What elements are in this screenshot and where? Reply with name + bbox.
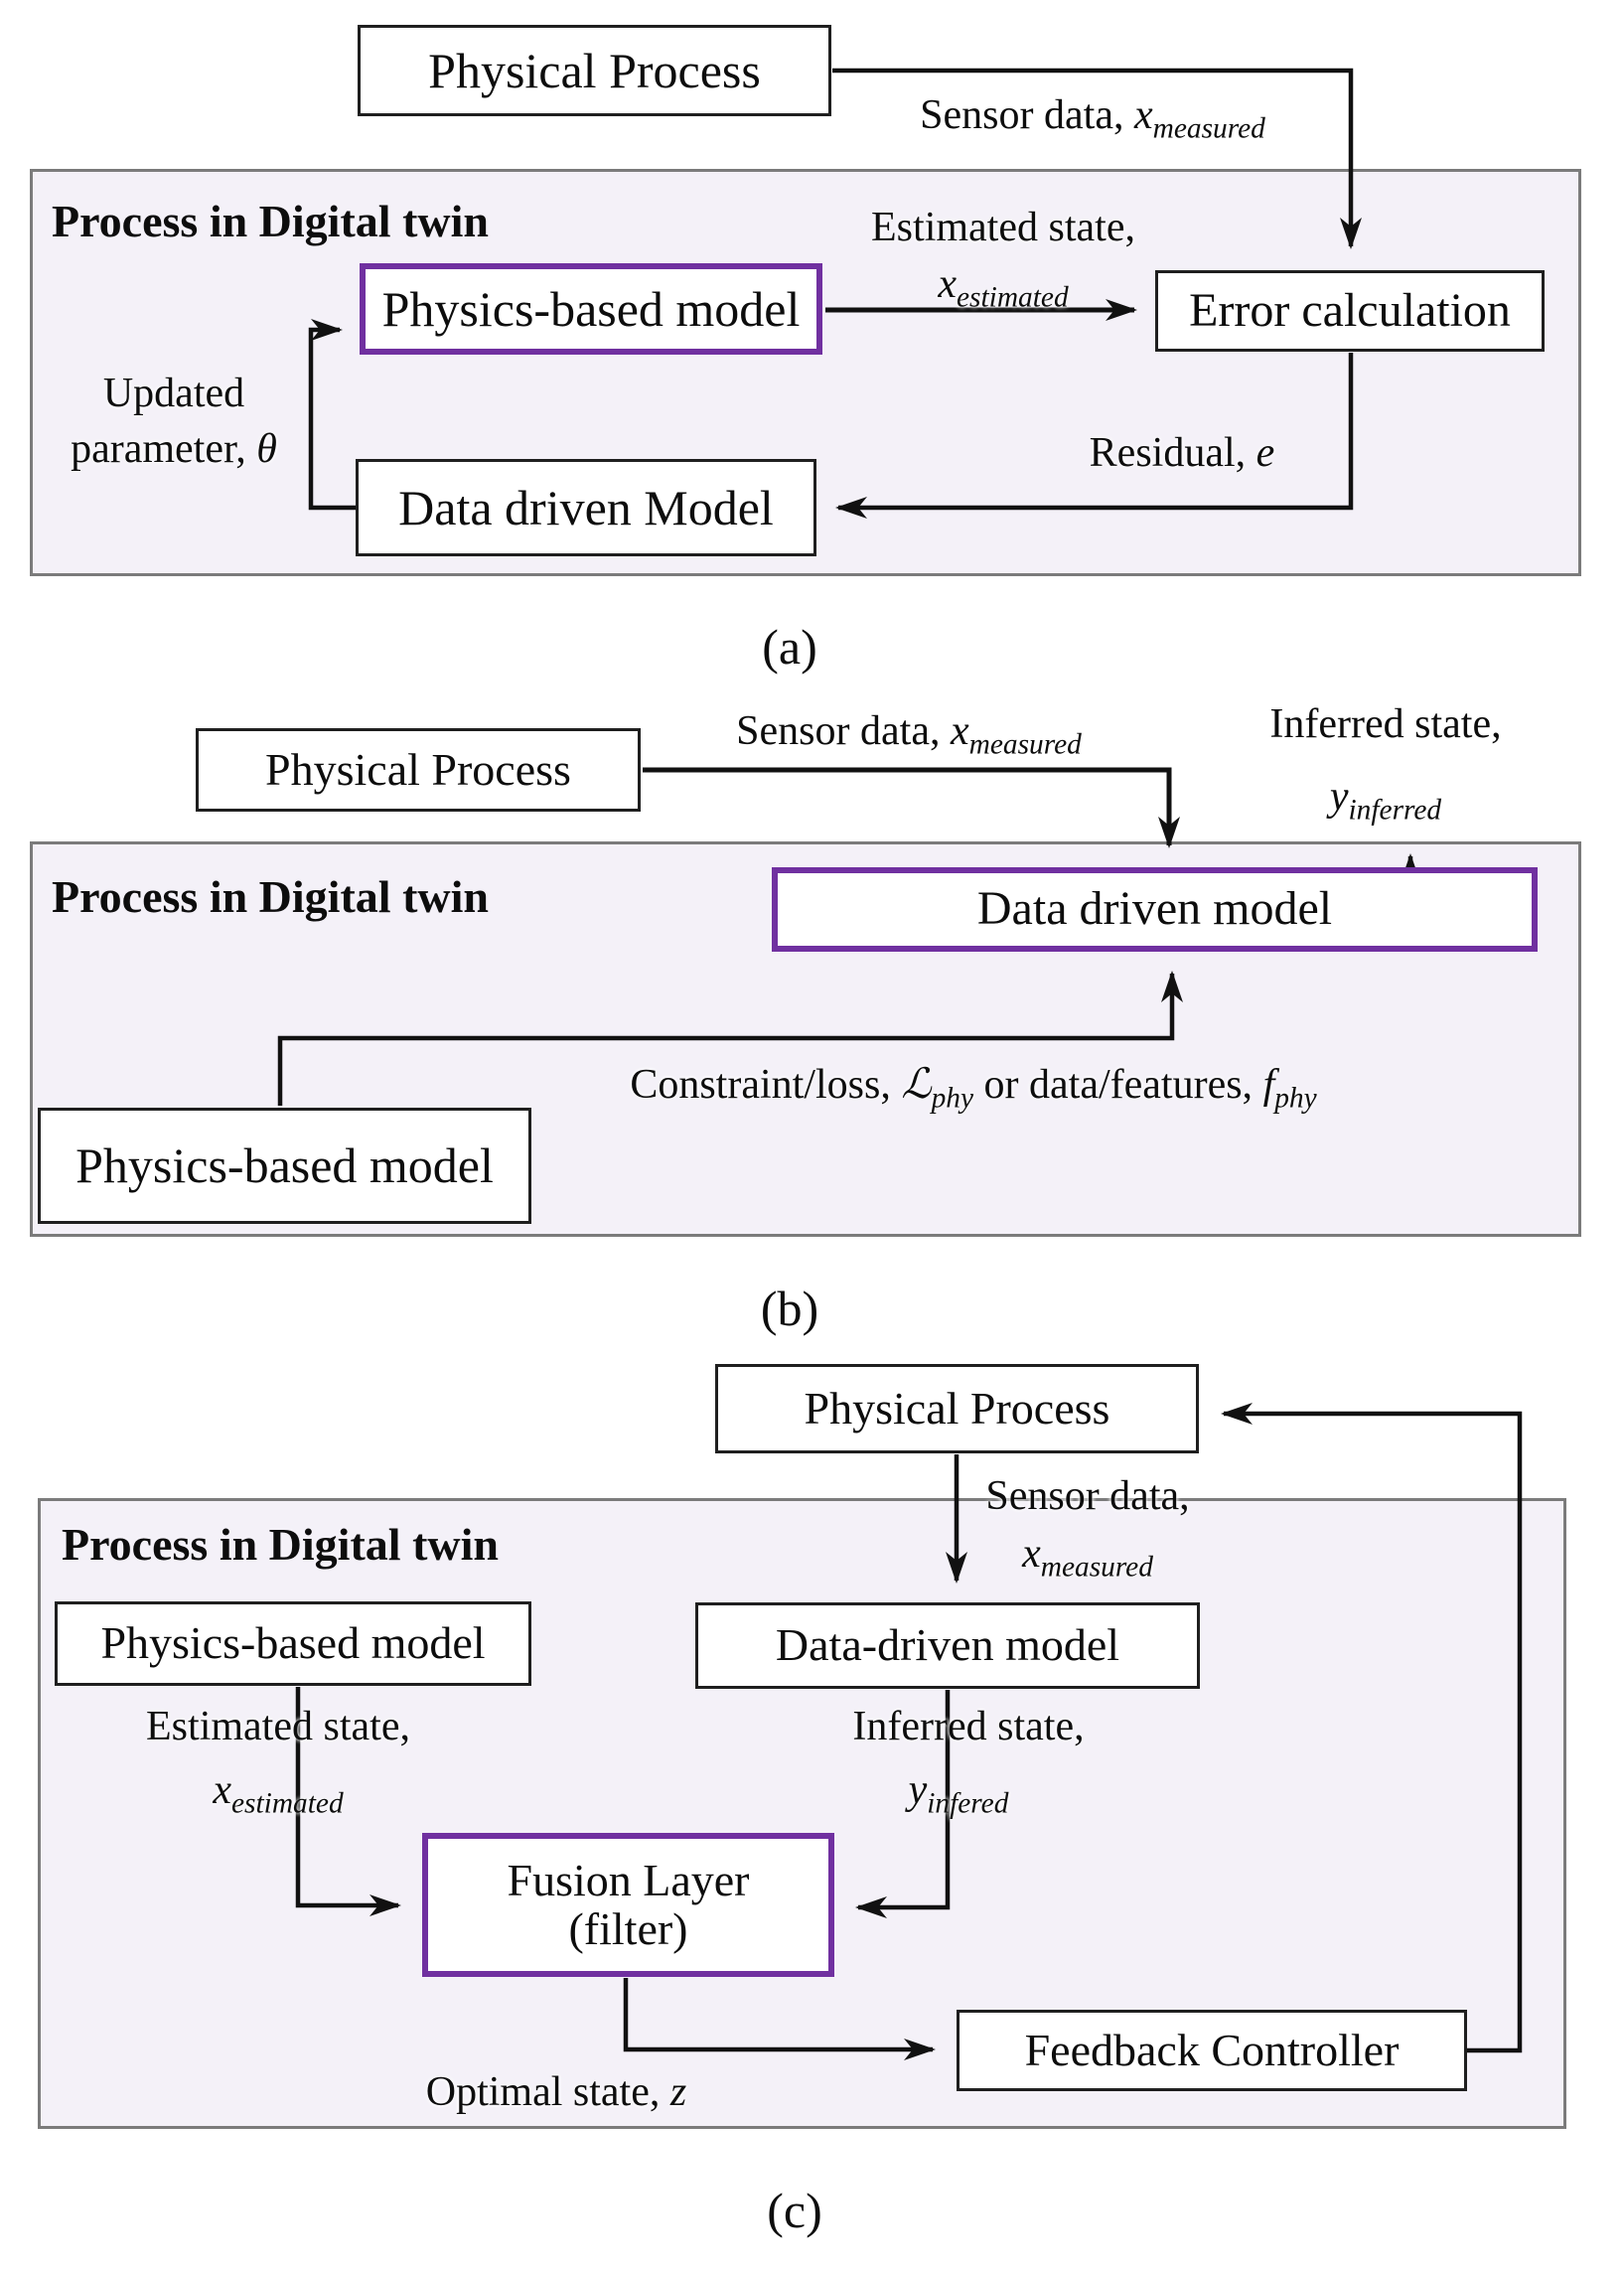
physical-process-box-c: Physical Process xyxy=(715,1364,1199,1453)
sensor-data-var-c: xmeasured xyxy=(1022,1531,1153,1584)
arrow-sensor-data-a xyxy=(832,68,1362,249)
data-driven-model-box-c: Data-driven model xyxy=(695,1602,1200,1689)
constraint-loss-label-b: Constraint/loss, ℒphy or data/features, … xyxy=(630,1062,1317,1115)
estimated-state-var-c: xestimated xyxy=(213,1767,344,1820)
physical-process-box-b: Physical Process xyxy=(196,728,641,812)
updated-parameter-label-line1-a: Updated xyxy=(102,371,245,416)
caption-b: (b) xyxy=(760,1281,819,1336)
physical-process-box-a: Physical Process xyxy=(358,25,831,116)
physics-based-model-box-a: Physics-based model xyxy=(360,263,822,355)
estimated-state-var-a: xestimated xyxy=(938,261,1069,314)
optimal-state-label-c: Optimal state, z xyxy=(425,2069,687,2115)
arrow-inferred-to-fusion-c xyxy=(855,1690,951,1918)
data-driven-model-box-a: Data driven Model xyxy=(356,459,816,556)
physics-based-model-box-b: Physics-based model xyxy=(38,1108,531,1224)
panel-title-b: Process in Digital twin xyxy=(52,871,489,922)
panel-title-c: Process in Digital twin xyxy=(62,1519,499,1570)
sensor-data-label-b: Sensor data, xmeasured xyxy=(736,708,1082,761)
physics-based-model-box-c: Physics-based model xyxy=(55,1601,531,1686)
sensor-data-label-a: Sensor data, xmeasured xyxy=(920,92,1265,145)
arrow-updated-parameter-a xyxy=(308,319,357,511)
fusion-layer-box-c: Fusion Layer(filter) xyxy=(422,1833,834,1977)
arrow-residual-a xyxy=(835,353,1354,519)
arrow-constraint-b xyxy=(277,971,1183,1106)
data-driven-model-box-b: Data driven model xyxy=(772,867,1538,952)
caption-a: (a) xyxy=(762,619,817,675)
arrow-sensor-data-b xyxy=(643,767,1180,848)
inferred-state-var-c: yinfered xyxy=(908,1767,1009,1820)
arrow-estimated-to-fusion-c xyxy=(295,1687,401,1916)
caption-c: (c) xyxy=(767,2183,822,2238)
estimated-state-label-a: Estimated state, xyxy=(871,205,1135,250)
updated-parameter-label-line2-a: parameter, θ xyxy=(71,426,277,472)
error-calculation-box-a: Error calculation xyxy=(1155,270,1545,352)
inferred-state-label-b: Inferred state, xyxy=(1269,701,1502,747)
arrow-feedback-loop-c xyxy=(1221,1403,1523,2053)
feedback-controller-box-c: Feedback Controller xyxy=(957,2010,1467,2091)
residual-label-a: Residual, e xyxy=(1089,430,1275,476)
estimated-state-label-c: Estimated state, xyxy=(146,1704,410,1749)
panel-title-a: Process in Digital twin xyxy=(52,196,489,246)
arrow-optimal-state-c xyxy=(623,1978,936,2060)
sensor-data-label-c: Sensor data, xyxy=(985,1473,1190,1519)
inferred-state-label-c: Inferred state, xyxy=(852,1704,1085,1749)
inferred-state-var-b: yinferred xyxy=(1329,774,1442,827)
